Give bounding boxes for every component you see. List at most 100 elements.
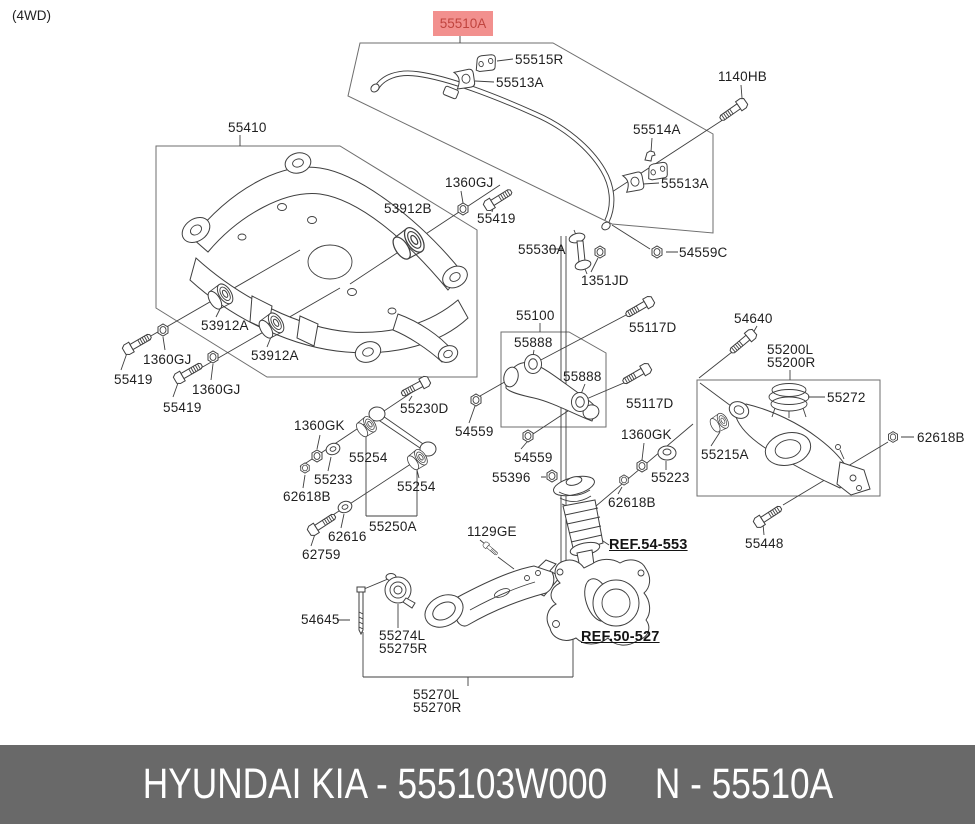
callout-1360gj-a[interactable]: 1360GJ <box>445 175 494 190</box>
callout-55419-c[interactable]: 55419 <box>163 400 202 415</box>
selected-callout-55510a[interactable]: 55510A <box>433 11 493 36</box>
stabilizer-bushing-55513a-2 <box>622 170 645 193</box>
callout-55530a[interactable]: 55530A <box>518 242 566 257</box>
callout-55448[interactable]: 55448 <box>745 536 784 551</box>
callout-53912a-2[interactable]: 53912A <box>251 348 299 363</box>
callout-55888-2[interactable]: 55888 <box>563 369 602 384</box>
callout-55215a[interactable]: 55215A <box>701 447 749 462</box>
callout-55223[interactable]: 55223 <box>651 470 690 485</box>
rear-crossmember <box>181 152 469 363</box>
assembly-boxes <box>155 42 881 497</box>
bolt-54645 <box>356 586 366 636</box>
nut-1360gj-b <box>157 323 169 337</box>
bolt-55230d <box>398 374 433 400</box>
nut-1351jd <box>594 245 606 259</box>
footer-brand-part-number: HYUNDAI KIA - 555103W000 <box>142 760 607 808</box>
callout-54640[interactable]: 54640 <box>734 311 773 326</box>
callout-1140hb[interactable]: 1140HB <box>718 69 767 84</box>
callout-ref-50-527[interactable]: REF.50-527 <box>581 629 660 645</box>
callout-62618b-a[interactable]: 62618B <box>917 430 965 445</box>
stabilizer-bracket-55515r <box>473 52 499 74</box>
bolt-1140hb <box>717 96 750 124</box>
callout-1351jd[interactable]: 1351JD <box>581 273 629 288</box>
callout-62759[interactable]: 62759 <box>302 547 341 562</box>
callout-55233[interactable]: 55233 <box>314 472 353 487</box>
bolt-55419-a <box>481 186 515 213</box>
stabilizer-link-55530a <box>568 229 592 275</box>
callout-54645[interactable]: 54645 <box>301 612 340 627</box>
bushing-55888-1 <box>523 354 543 374</box>
footer-banner-text: HYUNDAI KIA - 555103W000 N - 55510A <box>142 760 832 809</box>
nut-54559-2 <box>522 429 534 443</box>
callout-55230d[interactable]: 55230D <box>400 401 449 416</box>
callout-54559-1[interactable]: 54559 <box>455 424 494 439</box>
bolt-55117d-1 <box>623 294 657 321</box>
callout-62618b-c[interactable]: 62618B <box>283 489 331 504</box>
callout-ref-54-553[interactable]: REF.54-553 <box>609 537 688 553</box>
stabilizer-bar <box>370 70 615 231</box>
callout-55275r[interactable]: 55275R <box>379 641 428 656</box>
rear-knuckle <box>527 558 651 646</box>
upper-arm-assembly-box <box>500 331 607 428</box>
diagram-canvas <box>120 35 914 686</box>
nut-1360gk-b <box>311 449 323 463</box>
callout-55200l[interactable]: 55200L <box>767 342 814 357</box>
callout-55419-a[interactable]: 55419 <box>477 211 516 226</box>
callout-55888-1[interactable]: 55888 <box>514 335 553 350</box>
footer-callout-ref: N - 55510A <box>654 760 833 808</box>
callout-55513a-2[interactable]: 55513A <box>661 176 709 191</box>
washer-62616 <box>336 498 354 516</box>
callout-55513a-1[interactable]: 55513A <box>496 75 544 90</box>
bushing-55888-2 <box>570 392 590 412</box>
callout-55117d-1[interactable]: 55117D <box>629 320 677 335</box>
nut-55396 <box>546 469 558 483</box>
callout-55270l[interactable]: 55270L <box>413 687 460 702</box>
bolt-55448 <box>751 502 785 530</box>
callout-55515r[interactable]: 55515R <box>515 52 564 67</box>
nut-1360gj-c <box>207 350 219 364</box>
callout-53912a-1[interactable]: 53912A <box>201 318 249 333</box>
lower-arm-55200 <box>728 401 871 496</box>
callout-55254-1[interactable]: 55254 <box>349 450 388 465</box>
callout-55396[interactable]: 55396 <box>492 470 531 485</box>
assist-arm-55250a <box>368 406 437 457</box>
nut-54559-1 <box>470 393 482 407</box>
nut-62618b-b <box>619 474 629 486</box>
callout-55250a[interactable]: 55250A <box>369 519 417 534</box>
footer-banner: HYUNDAI KIA - 555103W000 N - 55510A <box>0 745 975 824</box>
callout-55117d-2[interactable]: 55117D <box>626 396 674 411</box>
callout-55270r[interactable]: 55270R <box>413 700 462 715</box>
stabilizer-assembly-box <box>347 42 714 234</box>
callout-55410[interactable]: 55410 <box>228 120 267 135</box>
nut-62618b-a <box>888 431 898 443</box>
callout-55200r[interactable]: 55200R <box>767 355 816 370</box>
callout-1360gj-c[interactable]: 1360GJ <box>192 382 241 397</box>
crossmember-assembly-box <box>155 145 478 378</box>
callout-55254-2[interactable]: 55254 <box>397 479 436 494</box>
callout-55514a[interactable]: 55514A <box>633 122 681 137</box>
callout-1360gk-a[interactable]: 1360GK <box>621 427 672 442</box>
callout-55272[interactable]: 55272 <box>827 390 866 405</box>
callout-55100[interactable]: 55100 <box>516 308 555 323</box>
nut-55223 <box>657 445 677 461</box>
bushing-55215a <box>707 410 732 435</box>
callout-1129ge[interactable]: 1129GE <box>467 524 517 539</box>
callout-62618b-b[interactable]: 62618B <box>608 495 656 510</box>
callout-54559c[interactable]: 54559C <box>679 245 728 260</box>
drive-type-note: (4WD) <box>12 8 51 23</box>
callout-55419-b[interactable]: 55419 <box>114 372 153 387</box>
nut-1360gj-a <box>457 202 469 216</box>
bolt-55117d-2 <box>620 361 654 388</box>
callout-53912b[interactable]: 53912B <box>384 201 432 216</box>
bolt-54640 <box>727 327 759 357</box>
trailing-arm-55270 <box>424 565 555 628</box>
callout-62616[interactable]: 62616 <box>328 529 367 544</box>
bushing-55274 <box>384 573 416 609</box>
callout-55274l[interactable]: 55274L <box>379 628 426 643</box>
callout-1360gk-b[interactable]: 1360GK <box>294 418 345 433</box>
callout-1360gj-b[interactable]: 1360GJ <box>143 352 192 367</box>
stabilizer-holder-55514a <box>644 150 656 162</box>
callout-54559-2[interactable]: 54559 <box>514 450 553 465</box>
spring-pad-55272 <box>768 383 810 418</box>
